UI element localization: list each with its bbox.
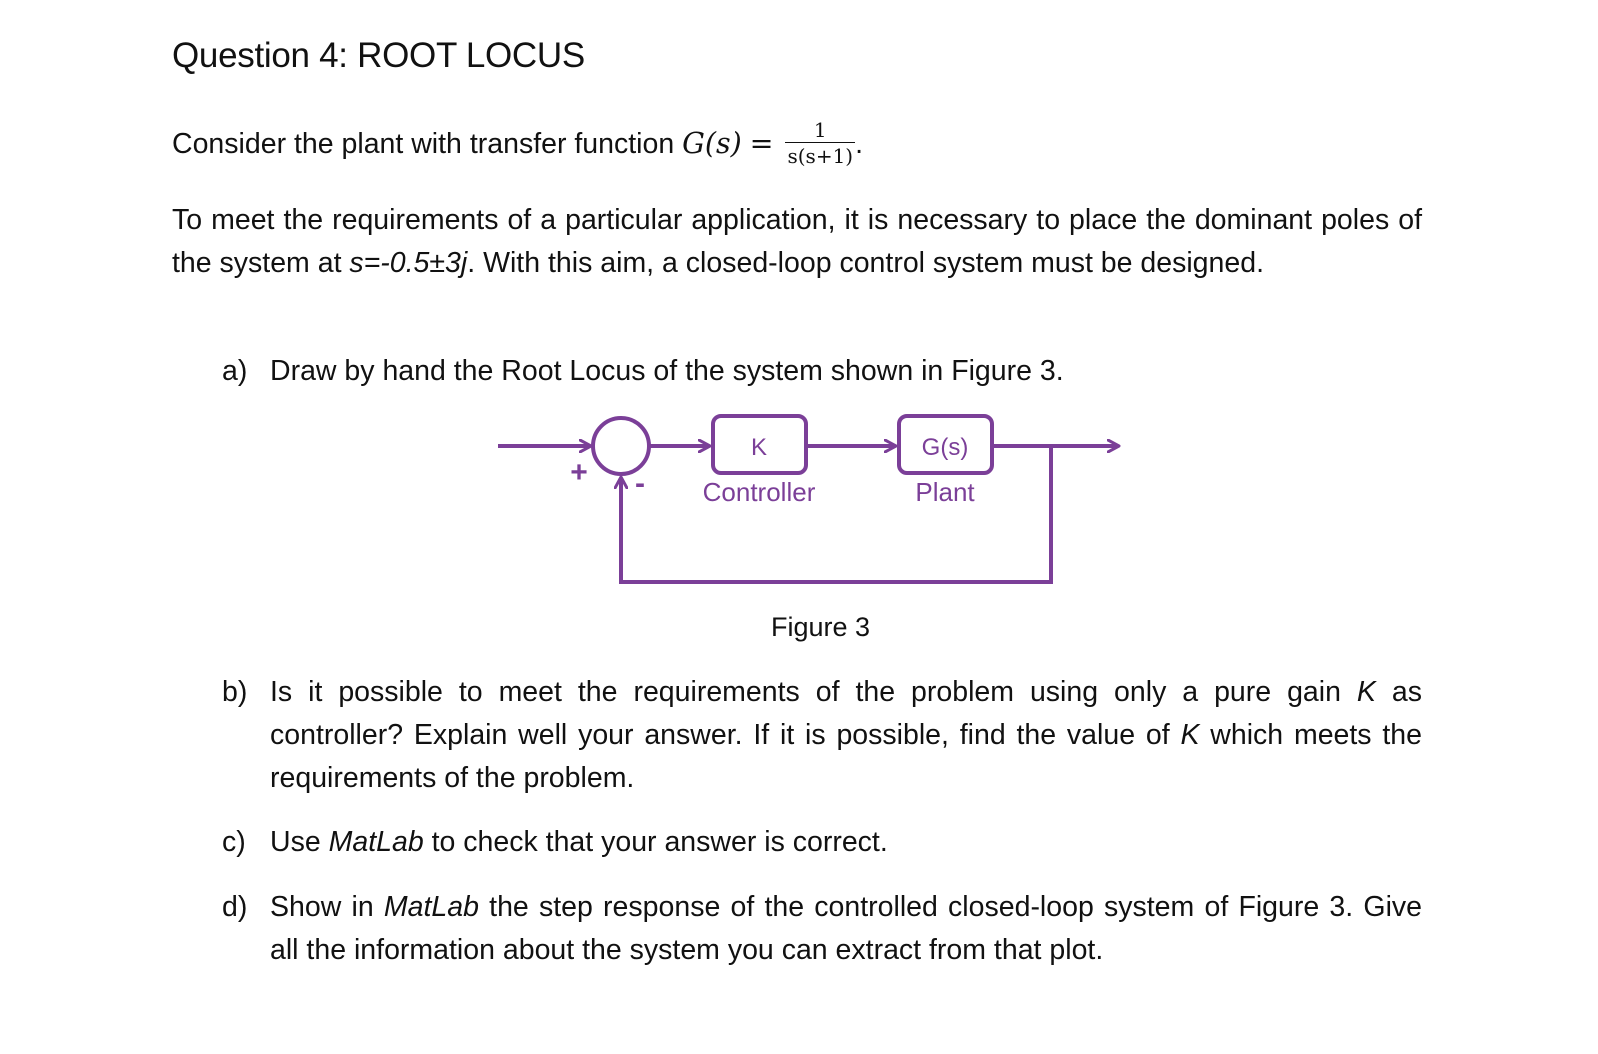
intro-text: Consider the plant with transfer functio…	[172, 128, 675, 161]
gain-symbol: K	[1356, 676, 1376, 708]
item-b-text-2: as controller? Explain well your answer.…	[270, 676, 1422, 751]
intro-paragraph: Consider the plant with transfer functio…	[172, 118, 1422, 171]
controller-symbol: K	[751, 434, 767, 461]
item-c-label: c)	[222, 826, 246, 858]
feedback-path	[621, 446, 1053, 584]
fraction-denominator: s(s+1)	[787, 144, 854, 168]
item-c-text: Use MatLab to check that your answer is …	[270, 821, 1422, 864]
item-b-label: b)	[222, 676, 248, 708]
minus-sign: -	[635, 467, 645, 500]
controller-label: Controller	[703, 477, 816, 507]
requirement-text-start: To meet the requirements of a particular…	[172, 204, 1422, 279]
plus-sign: +	[570, 456, 588, 489]
item-a-text: Draw by hand the Root Locus of the syste…	[270, 355, 1064, 387]
equals-sign: =	[749, 127, 774, 161]
dominant-poles: s=-0.5±3j	[349, 247, 468, 279]
item-c-text-2: to check that your answer is correct.	[423, 826, 888, 858]
item-c-text-1: Use	[270, 826, 329, 858]
item-a-label: a)	[222, 355, 248, 387]
matlab-name: MatLab	[383, 891, 479, 923]
intro-period: .	[855, 128, 864, 161]
summing-junction	[591, 416, 651, 476]
question-title: Question 4: ROOT LOCUS	[172, 36, 585, 75]
item-d-text: Show in MatLab the step response of the …	[270, 886, 1422, 972]
plant-symbol: G(s)	[922, 434, 969, 461]
matlab-name: MatLab	[328, 826, 424, 858]
fraction-numerator: 1	[785, 118, 856, 143]
item-b-text-1: Is it possible to meet the requirements …	[270, 676, 1357, 708]
item-b-text: Is it possible to meet the requirements …	[270, 671, 1422, 800]
item-d-label: d)	[222, 891, 248, 923]
item-b-text-3: which meets the requirements of the prob…	[270, 719, 1422, 794]
transfer-function-symbol: G(s)	[682, 127, 742, 161]
requirement-paragraph: To meet the requirements of a particular…	[172, 199, 1422, 285]
item-d-text-1: Show in	[270, 891, 384, 923]
plant-label: Plant	[915, 477, 975, 507]
item-d-text-2: the step response of the controlled clos…	[270, 891, 1423, 966]
figure-caption: Figure 3	[771, 612, 871, 642]
gain-symbol: K	[1180, 719, 1200, 751]
transfer-function-fraction: 1 s(s+1)	[785, 118, 856, 169]
requirement-text-end: . With this aim, a closed-loop control s…	[467, 247, 1264, 279]
